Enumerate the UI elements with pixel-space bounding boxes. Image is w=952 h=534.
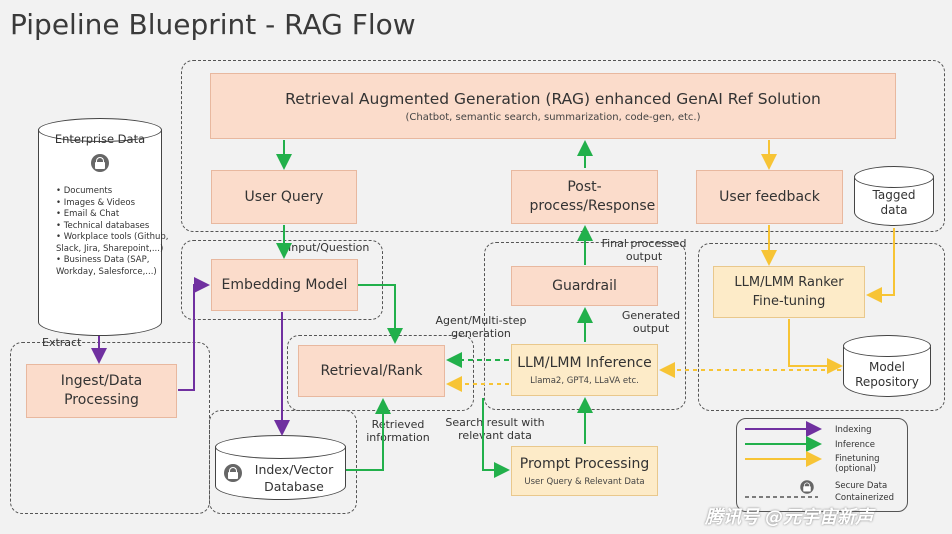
search-result-label: Search result with relevant data	[445, 416, 545, 442]
embedding-model-box: Embedding Model	[211, 259, 358, 311]
extract-label: Extract	[42, 336, 82, 349]
prompt-processing-box: Prompt Processing User Query & Relevant …	[511, 446, 658, 496]
guardrail-box: Guardrail	[511, 266, 658, 306]
generated-output-label: Generated output	[621, 309, 681, 335]
legend-secure: Secure Data	[835, 481, 888, 491]
model-repository-label: Model Repository	[855, 360, 919, 389]
tagged-data-label: Tagged data	[872, 188, 916, 217]
user-query-box: User Query	[211, 170, 357, 224]
tagged-data-cylinder	[854, 166, 934, 226]
rag-solution-box: Retrieval Augmented Generation (RAG) enh…	[210, 73, 896, 139]
index-vector-db-label: Index/Vector Database	[254, 462, 334, 494]
model-repository-cylinder	[843, 335, 931, 397]
legend-indexing: Indexing	[835, 425, 872, 435]
rag-solution-title: Retrieval Augmented Generation (RAG) enh…	[285, 89, 821, 108]
rag-solution-subtitle: (Chatbot, semantic search, summarization…	[405, 111, 701, 123]
post-process-box: Post-process/Response	[511, 170, 658, 224]
user-feedback-box: User feedback	[696, 170, 843, 224]
enterprise-data-list: Documents Images & Videos Email & Chat T…	[56, 186, 176, 278]
ingest-box: Ingest/Data Processing	[26, 364, 177, 418]
list-item: Documents	[56, 186, 176, 198]
list-item: Email & Chat	[56, 209, 176, 221]
list-item: Images & Videos	[56, 198, 176, 210]
agent-label: Agent/Multi-step generation	[435, 314, 527, 340]
enterprise-data-title: Enterprise Data	[54, 132, 146, 146]
retrieval-rank-box: Retrieval/Rank	[298, 345, 445, 397]
list-item: Technical databases	[56, 221, 176, 233]
ranker-finetuning-box: LLM/LMM Ranker Fine-tuning	[713, 266, 865, 318]
retrieved-info-label: Retrieved information	[366, 418, 430, 444]
finetune-zone	[698, 243, 945, 411]
lock-icon	[91, 154, 109, 172]
list-item: Business Data (SAP, Workday, Salesforce,…	[56, 255, 176, 278]
legend-finetuning: Finetuning (optional)	[835, 454, 880, 474]
lock-icon	[800, 480, 814, 494]
watermark: 腾讯号 @元宇宙新声	[705, 507, 874, 528]
legend-inference: Inference	[835, 440, 875, 450]
page-title: Pipeline Blueprint - RAG Flow	[10, 8, 416, 41]
input-question-label: Input/Question	[288, 241, 370, 254]
final-output-label: Final processed output	[601, 237, 687, 263]
llm-inference-box: LLM/LMM Inference Llama2, GPT4, LLaVA et…	[511, 344, 658, 396]
lock-icon	[224, 464, 242, 482]
legend-containerized: Containerized	[835, 493, 894, 503]
list-item: Workplace tools (Github, Slack, Jira, Sh…	[56, 232, 176, 255]
rag-zone	[181, 60, 945, 232]
